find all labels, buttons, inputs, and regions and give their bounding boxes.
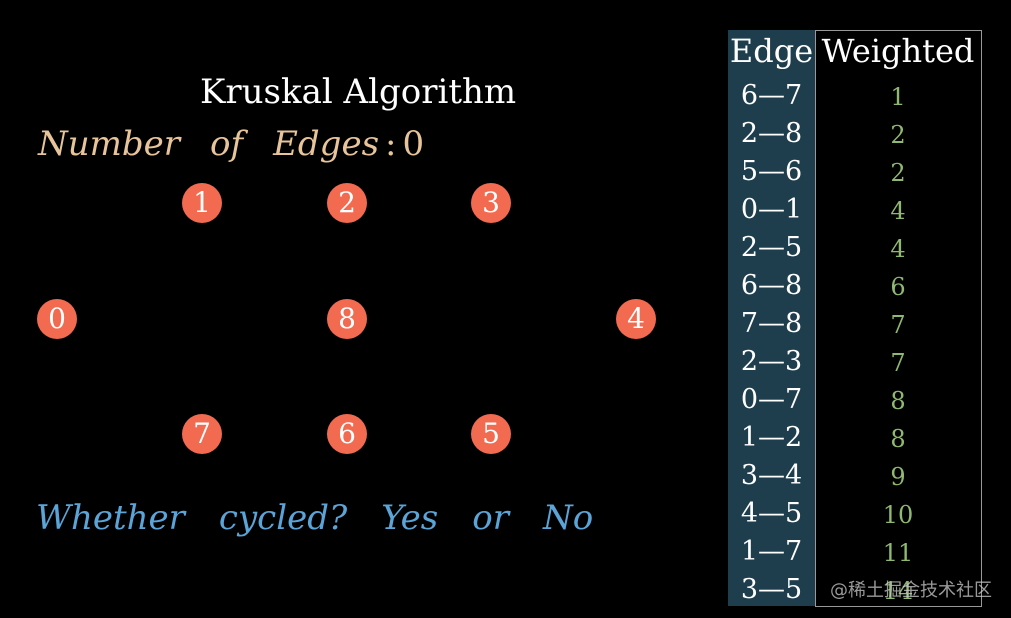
table-row-weight: 10 xyxy=(882,501,914,529)
edge-counter-word-2: of xyxy=(210,124,244,164)
graph-node-5: 5 xyxy=(471,414,511,454)
cycle-word-1: Whether xyxy=(36,498,185,538)
table-row-weight: 4 xyxy=(890,197,906,225)
weight-column-header: Weighted xyxy=(821,32,975,70)
table-row-weight: 9 xyxy=(890,463,906,491)
cycle-word-yes: Yes xyxy=(381,498,439,538)
graph-node-7: 7 xyxy=(182,414,222,454)
table-row-weight: 7 xyxy=(890,311,906,339)
table-row-weight: 2 xyxy=(890,121,906,149)
column-divider xyxy=(815,30,816,606)
table-row-weight: 11 xyxy=(882,539,914,567)
table-row-weight: 6 xyxy=(890,273,906,301)
edge-counter-word-1: Number xyxy=(38,124,181,164)
graph-node-8: 8 xyxy=(327,299,367,339)
graph-node-6: 6 xyxy=(327,414,367,454)
weight-column-box xyxy=(815,30,982,607)
table-row-weight: 1 xyxy=(890,83,906,111)
table-row-edge: 6—8 xyxy=(740,270,803,301)
table-row-edge: 7—8 xyxy=(740,308,803,339)
edge-counter-value: 0 xyxy=(402,124,425,164)
table-row-edge: 0—7 xyxy=(740,384,803,415)
diagram-title: Kruskal Algorithm xyxy=(200,72,517,112)
table-row-edge: 0—1 xyxy=(740,194,803,225)
graph-node-1: 1 xyxy=(182,183,222,223)
table-row-edge: 2—3 xyxy=(740,346,803,377)
edge-counter-colon: : xyxy=(385,124,397,164)
table-row-edge: 5—6 xyxy=(740,156,803,187)
edge-column-bg xyxy=(728,30,815,606)
table-row-weight: 4 xyxy=(890,235,906,263)
edge-counter: Number of Edges:0 xyxy=(38,124,424,164)
table-row-edge: 3—5 xyxy=(740,574,803,605)
table-row-edge: 3—4 xyxy=(740,460,803,491)
graph-node-2: 2 xyxy=(327,183,367,223)
table-row-edge: 2—5 xyxy=(740,232,803,263)
edge-column-header: Edge xyxy=(729,32,814,70)
watermark: @稀土掘金技术社区 xyxy=(830,580,992,601)
table-row-weight: 7 xyxy=(890,349,906,377)
table-row-edge: 1—2 xyxy=(740,422,803,453)
table-row-weight: 8 xyxy=(890,425,906,453)
cycle-word-2: cycled? xyxy=(218,498,348,538)
table-row-edge: 1—7 xyxy=(740,536,803,567)
edge-weight-table: Edge Weighted 6—7 1 2—8 2 5—6 2 0—1 4 2—5 4 6—8 6 7—… xyxy=(728,30,982,607)
graph-node-0: 0 xyxy=(37,299,77,339)
graph-node-3: 3 xyxy=(471,183,511,223)
table-row-weight: 8 xyxy=(890,387,906,415)
table-row-edge: 2—8 xyxy=(740,118,803,149)
table-row-edge: 6—7 xyxy=(740,80,803,111)
cycle-word-or: or xyxy=(472,498,509,538)
table-row-weight: 14 xyxy=(882,577,914,605)
cycle-word-no: No xyxy=(542,498,594,538)
table-row-edge: 4—5 xyxy=(740,498,803,529)
graph-node-4: 4 xyxy=(616,299,656,339)
table-row-weight: 2 xyxy=(890,159,906,187)
edge-counter-word-3: Edges xyxy=(273,124,380,164)
